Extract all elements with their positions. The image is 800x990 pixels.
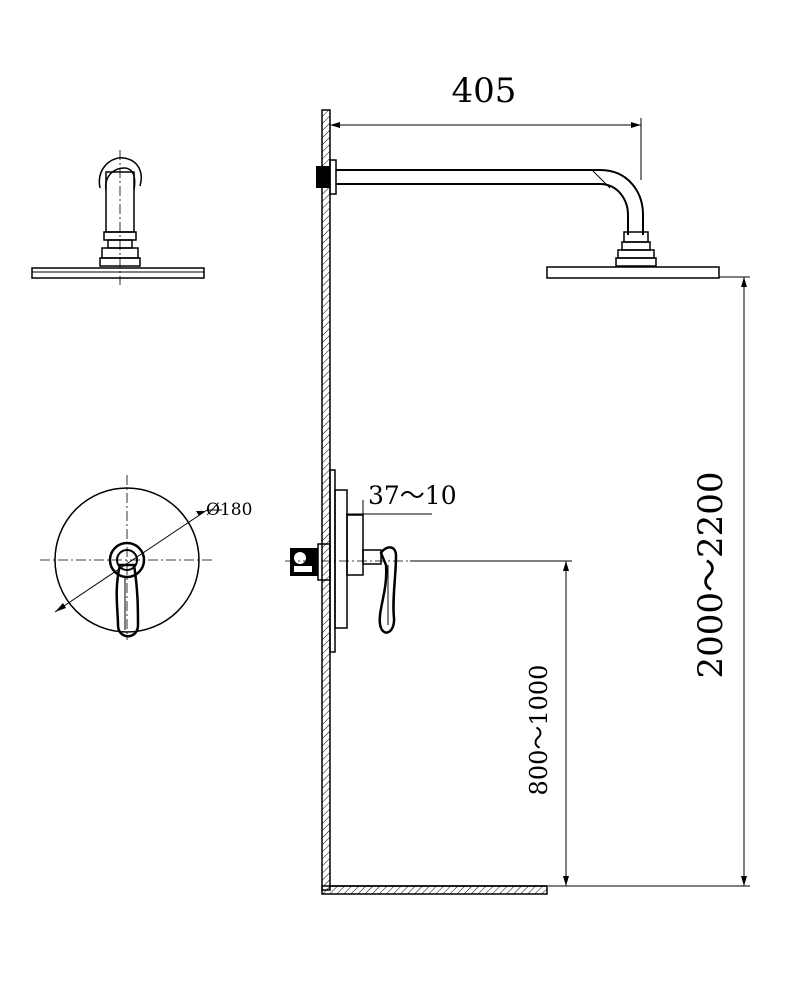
front-view-shower-head <box>31 150 205 285</box>
wall-offset-dimension <box>346 500 432 555</box>
arm-length-dimension <box>330 118 642 180</box>
side-view-shower-arm <box>316 159 720 279</box>
front-view-mixer-plate <box>40 475 222 640</box>
head-height-label: 2000～2200 <box>691 471 731 678</box>
arm-length-label: 405 <box>452 71 517 111</box>
diameter-label: Ø180 <box>206 500 252 520</box>
valve-height-label: 800～1000 <box>525 665 553 796</box>
valve-height-dimension <box>410 560 578 887</box>
wall-offset-label: 37～10 <box>368 481 457 510</box>
head-height-dimension <box>578 276 750 887</box>
